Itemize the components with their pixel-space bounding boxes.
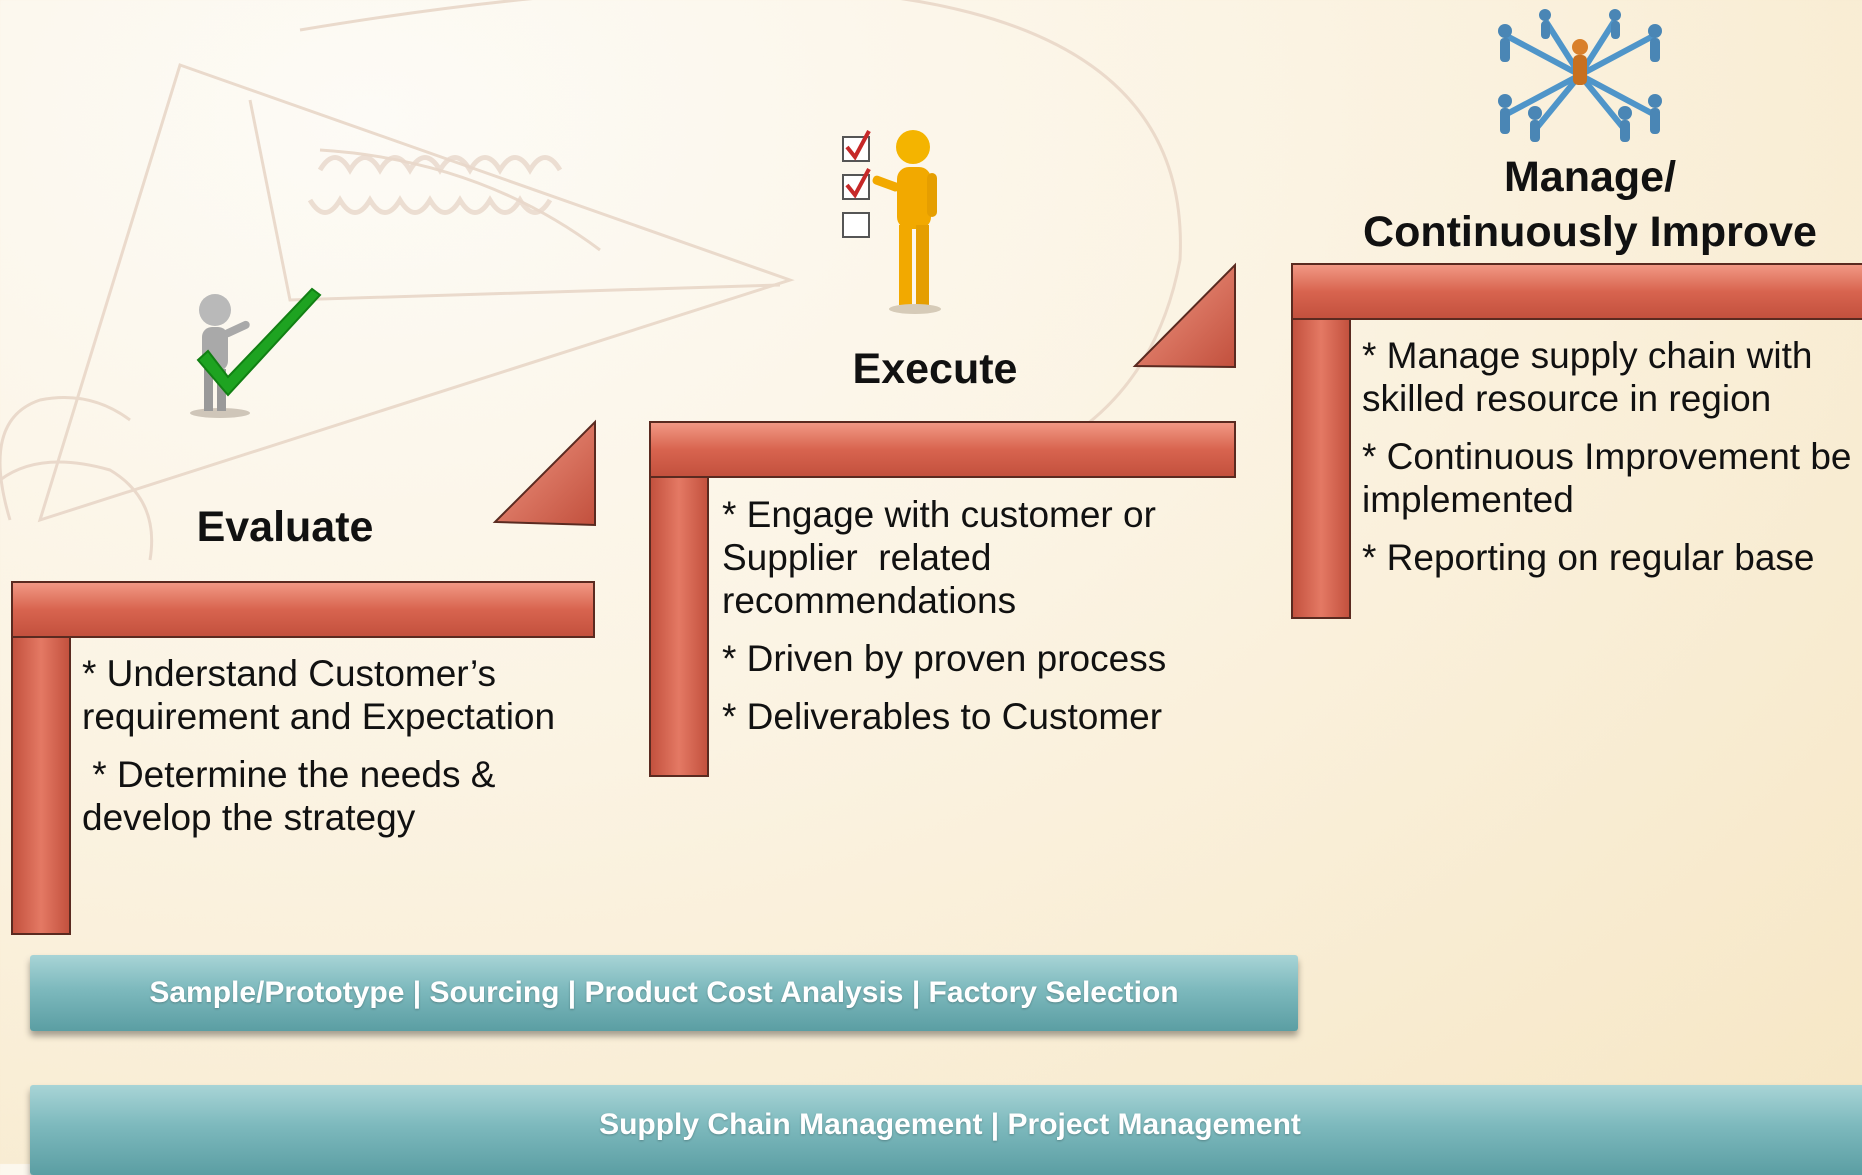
stage-title-manage-line1: Manage/ bbox=[1503, 153, 1677, 201]
bullet-item: * Manage supply chain with skilled resou… bbox=[1362, 335, 1813, 419]
stage-title-manage: Manage/ Continuously Improve bbox=[1320, 150, 1860, 260]
bullet-item: * Reporting on regular base bbox=[1362, 537, 1815, 578]
services-bar-top: Sample/Prototype | Sourcing | Product Co… bbox=[30, 955, 1298, 1031]
stage-bullets-evaluate: * Understand Customer’s requirement and … bbox=[82, 652, 582, 854]
person-checklist-icon bbox=[842, 130, 941, 314]
services-bar-bottom: Supply Chain Management | Project Manage… bbox=[30, 1085, 1862, 1175]
bullet-item: * Deliverables to Customer bbox=[722, 696, 1163, 737]
step-execute-shape bbox=[649, 262, 1236, 777]
stage-title-manage-line2: Continuously Improve bbox=[1363, 208, 1817, 256]
step-manage-shape bbox=[1291, 263, 1862, 619]
bullet-item: * Determine the needs & develop the stra… bbox=[82, 754, 506, 838]
bullet-item: * Continuous Improvement be implemented bbox=[1362, 436, 1852, 520]
step-evaluate-shape bbox=[11, 419, 596, 935]
stage-title-execute: Execute bbox=[852, 345, 1018, 393]
person-checkmark-icon bbox=[190, 287, 322, 418]
bullet-item: * Understand Customer’s requirement and … bbox=[82, 653, 556, 737]
stage-bullets-manage: * Manage supply chain with skilled resou… bbox=[1362, 334, 1862, 594]
team-network-icon bbox=[1498, 9, 1662, 142]
stage-bullets-execute: * Engage with customer or Supplier relat… bbox=[722, 493, 1242, 753]
bullet-item: * Driven by proven process bbox=[722, 638, 1167, 679]
bullet-item: * Engage with customer or Supplier relat… bbox=[722, 494, 1167, 621]
stage-title-evaluate: Evaluate bbox=[196, 503, 374, 551]
